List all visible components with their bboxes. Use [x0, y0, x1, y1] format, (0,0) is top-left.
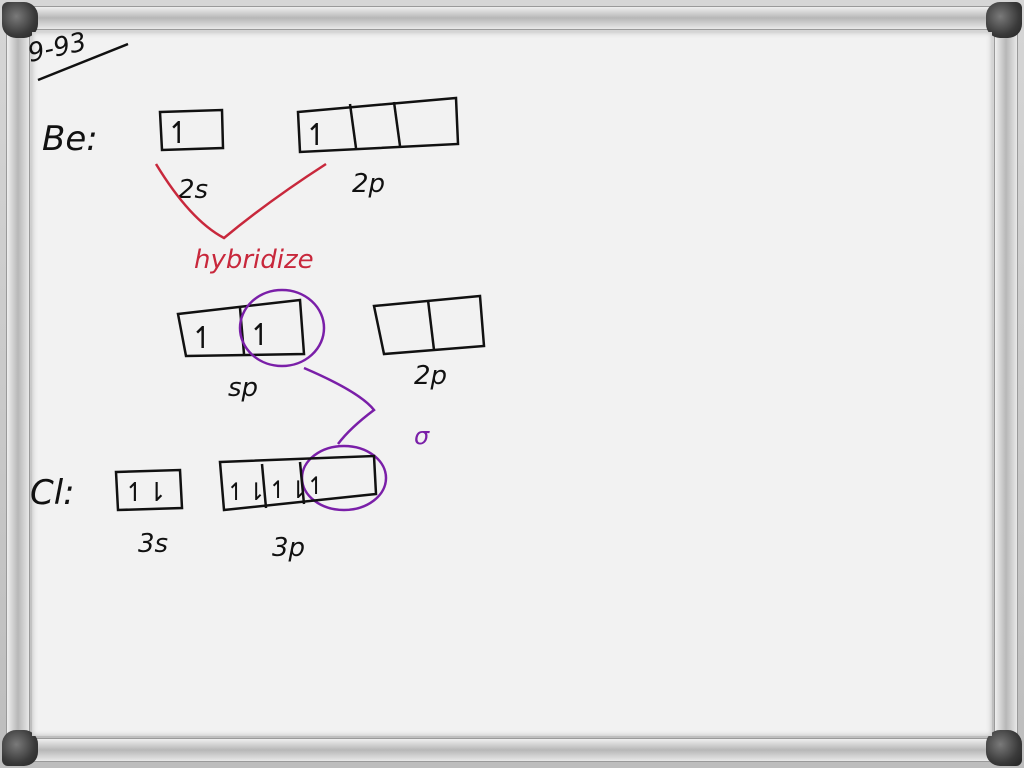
be-2p-label: 2p — [352, 169, 385, 199]
be-2s-electron: ↿ — [166, 116, 191, 151]
be-2p-box-1: ↿ — [304, 118, 329, 153]
hybridize-label: hybridize — [194, 245, 314, 275]
frame-rail-top — [28, 6, 998, 30]
atom-label-be: Be: — [42, 119, 98, 159]
cl-3p-box-1: ↿⇂ — [226, 478, 266, 506]
hybridize-arrow — [154, 162, 327, 240]
be-hybrid-2p-label: 2p — [414, 361, 447, 391]
be-2p-orbital-boxes: ↿ — [296, 96, 460, 154]
cl-3p-label: 3p — [272, 533, 305, 563]
be-sp-box-1: ↿ — [190, 321, 215, 356]
cl-3p-box-3: ↿ — [306, 472, 326, 500]
be-2s-orbital-box: ↿ — [158, 108, 225, 152]
be-sp-label: sp — [228, 373, 258, 403]
cl-3s-electrons: ↿⇂ — [124, 478, 168, 508]
sigma-bond-label: σ — [414, 422, 430, 450]
atom-label-cl: Cl: — [30, 473, 75, 513]
frame-rail-right — [994, 28, 1018, 742]
be-sp-box-2: ↿ — [248, 318, 273, 353]
be-sp-orbital-boxes: ↿ ↿ — [176, 298, 306, 358]
be-sp-overlap-circle — [238, 288, 326, 368]
frame-rail-bottom — [28, 738, 998, 762]
frame-corner-top-right — [986, 2, 1022, 38]
be-hybrid-2p-orbital-boxes — [372, 294, 486, 356]
cl-3p-orbital-boxes: ↿⇂ ↿⇂ ↿ — [218, 454, 378, 512]
sigma-bond-connector — [303, 366, 376, 445]
cl-3s-orbital-box: ↿⇂ — [114, 468, 184, 512]
be-2s-label: 2s — [178, 175, 208, 205]
frame-corner-bottom-right — [986, 730, 1022, 766]
cl-3s-label: 3s — [138, 529, 168, 559]
frame-corner-bottom-left — [2, 730, 38, 766]
problem-underline — [37, 42, 129, 82]
cl-3p-box-2: ↿⇂ — [268, 476, 308, 504]
